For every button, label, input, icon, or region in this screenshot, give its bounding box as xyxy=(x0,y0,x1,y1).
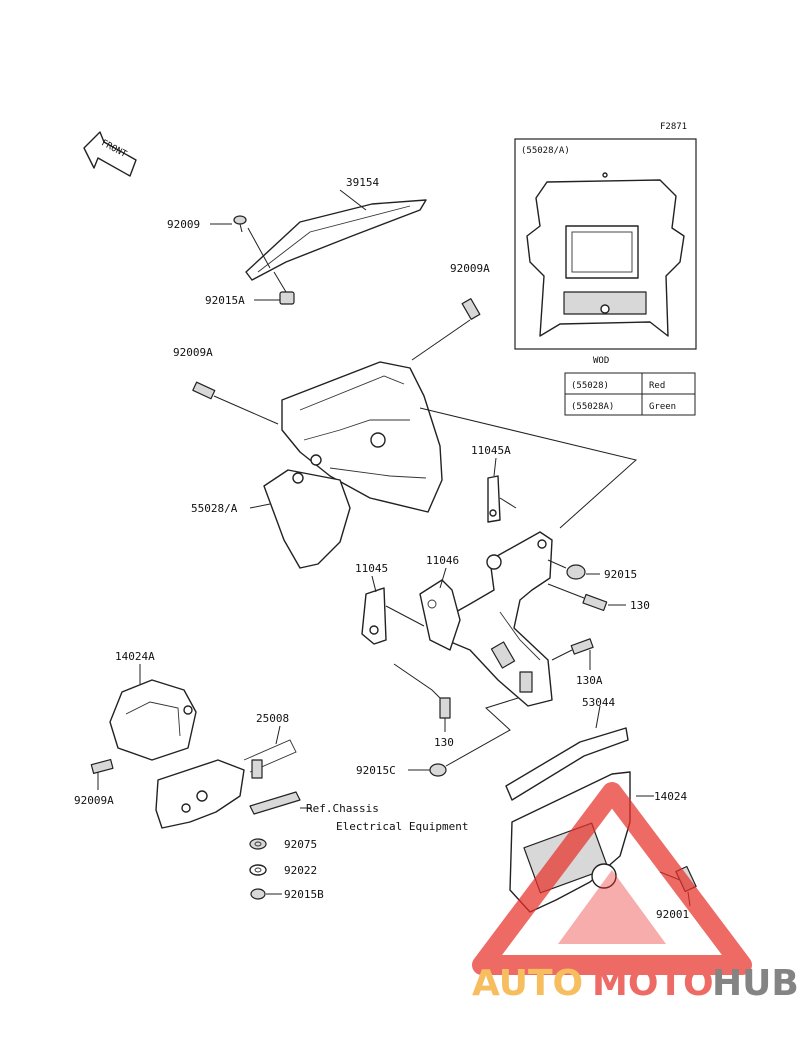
label-130-right: 130 xyxy=(630,599,650,612)
label-92015C: 92015C xyxy=(356,764,396,777)
label-92009A-left: 92009A xyxy=(173,346,213,359)
part-11045: 11045 xyxy=(355,562,425,645)
windshield-part: 39154 xyxy=(245,176,427,281)
label-92075: 92075 xyxy=(284,838,317,851)
nut-92015A: 92015A xyxy=(205,271,295,307)
inset-region-label: WOD xyxy=(593,356,609,366)
cowl-55028A: 55028/A xyxy=(191,361,443,569)
label-130A: 130A xyxy=(576,674,603,687)
watermark-hub: HUB xyxy=(712,963,799,1004)
part-11046: 11046 xyxy=(419,554,461,651)
screw-92009: 92009 xyxy=(167,215,271,269)
ref-line-1: Ref.Chassis xyxy=(306,802,379,815)
label-92022: 92022 xyxy=(284,864,317,877)
figure-code: F2871 xyxy=(660,122,687,132)
inset-panel: (55028/A) WOD xyxy=(514,138,697,366)
bolt-130-right: 130 xyxy=(547,583,650,612)
label-14024A: 14024A xyxy=(115,650,155,663)
label-39154: 39154 xyxy=(346,176,379,189)
label-11046: 11046 xyxy=(426,554,459,567)
screw-92009A-bottom: 92009A xyxy=(74,758,114,807)
inset-title: (55028/A) xyxy=(521,146,570,156)
label-55028A: 55028/A xyxy=(191,502,238,515)
table-color-1: Red xyxy=(649,381,665,391)
screw-92009A-left: 92009A xyxy=(173,346,279,425)
label-92015: 92015 xyxy=(604,568,637,581)
label-92009A-top: 92009A xyxy=(450,262,490,275)
screw-92009A-top: 92009A xyxy=(411,262,490,361)
label-11045: 11045 xyxy=(355,562,388,575)
label-92009: 92009 xyxy=(167,218,200,231)
washer-92022: 92022 xyxy=(249,864,317,877)
bolt-130-lower: 130 xyxy=(393,663,454,749)
table-part-1: (55028) xyxy=(571,381,609,391)
label-11045A: 11045A xyxy=(471,444,511,457)
strap-part xyxy=(249,791,312,815)
watermark-auto: AUTO xyxy=(472,963,583,1004)
bracket-11045A: 11045A xyxy=(471,444,517,523)
label-92015B: 92015B xyxy=(284,888,324,901)
label-92009A-bottom: 92009A xyxy=(74,794,114,807)
bracket-25008: 25008 xyxy=(155,712,297,829)
label-92001: 92001 xyxy=(656,908,689,921)
strip-53044: 53044 xyxy=(505,696,629,801)
watermark-moto: MOTO xyxy=(592,963,714,1004)
color-table: (55028) Red (55028A) Green xyxy=(564,372,696,416)
table-color-2: Green xyxy=(649,402,676,412)
label-92015A: 92015A xyxy=(205,294,245,307)
label-130-lower: 130 xyxy=(434,736,454,749)
label-53044: 53044 xyxy=(582,696,615,709)
label-25008: 25008 xyxy=(256,712,289,725)
cover-14024A: 14024A xyxy=(109,650,197,761)
ref-line-2: Electrical Equipment xyxy=(336,820,468,833)
label-14024: 14024 xyxy=(654,790,687,803)
bolt-130A: 130A xyxy=(551,638,603,687)
table-part-2: (55028A) xyxy=(571,402,614,412)
nut-92015: 92015 xyxy=(547,559,637,581)
front-arrow-icon: FRONT xyxy=(83,131,137,177)
watermark-logo: AUTO MOTO HUB xyxy=(472,782,799,1004)
washer-92075: 92075 xyxy=(249,838,317,851)
nut-92015B: 92015B xyxy=(250,888,324,901)
nut-92015C: 92015C xyxy=(356,697,519,777)
